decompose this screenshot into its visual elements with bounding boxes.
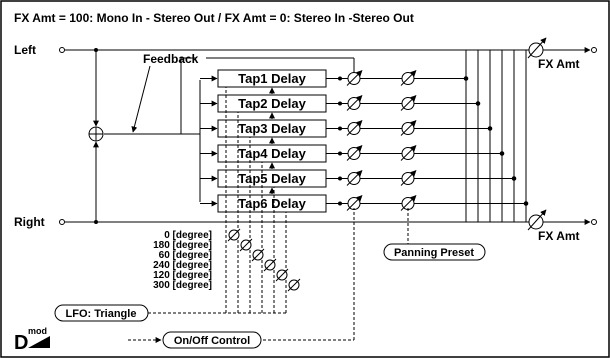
lfo-phase-label: 120 [degree] [153, 270, 212, 281]
lfo-phase-label: 60 [degree] [159, 250, 212, 261]
tap-level-knob[interactable] [400, 145, 417, 161]
tap-delay-label: Tap4 Delay [238, 146, 306, 161]
lfo-phase-label: 180 [degree] [153, 240, 212, 251]
lfo-phase-label: 0 [degree] [164, 230, 212, 241]
tap-delay-box: Tap3 Delay [217, 119, 327, 138]
lfo-depth-knob[interactable] [275, 268, 289, 282]
tap-delay-label: Tap6 Delay [238, 196, 306, 211]
tap-delay-label: Tap2 Delay [238, 96, 306, 111]
tap-level-knob[interactable] [346, 145, 363, 161]
tap-level-knob[interactable] [400, 95, 417, 111]
lfo-depth-knob[interactable] [263, 258, 277, 272]
feedback-path [131, 57, 355, 134]
svg-text:D: D [14, 332, 28, 354]
lfo-depth-knob[interactable] [287, 278, 301, 292]
tap-level-knob[interactable] [346, 95, 363, 111]
feedback-label: Feedback [143, 52, 199, 66]
lfo-depth-knob[interactable] [251, 248, 265, 262]
lfo-phase-label: 300 [degree] [153, 280, 212, 291]
svg-text:Panning Preset: Panning Preset [394, 247, 474, 259]
diagram-title: FX Amt = 100: Mono In - Stereo Out / FX … [14, 11, 414, 25]
right-input-terminal [59, 219, 65, 225]
mixer-adder [88, 126, 104, 142]
tap-delay-box: Tap6 Delay [217, 194, 327, 213]
left-input-terminal [59, 47, 65, 53]
tap-delay-label: Tap3 Delay [238, 121, 306, 136]
tap-level-knob[interactable] [346, 70, 363, 86]
svg-text:LFO: Triangle: LFO: Triangle [66, 308, 137, 320]
lfo-triangle-box: LFO: Triangle [54, 304, 149, 322]
tap-delay-label: Tap1 Delay [238, 71, 306, 86]
tap-delay-label: Tap5 Delay [238, 171, 306, 186]
lfo-depth-knob[interactable] [239, 238, 253, 252]
fx-amt-bottom-label: FX Amt [538, 229, 580, 243]
tap-level-knob[interactable] [400, 120, 417, 136]
right-input-label: Right [14, 215, 45, 229]
lfo-phase-label: 240 [degree] [153, 260, 212, 271]
left-output-terminal [591, 47, 597, 53]
dmod-icon: D mod [14, 326, 50, 354]
tap-delay-box: Tap5 Delay [217, 169, 327, 188]
tap-delay-box: Tap4 Delay [217, 144, 327, 163]
fx-amt-top-label: FX Amt [538, 57, 580, 71]
tap-level-knob[interactable] [346, 170, 363, 186]
tap-level-knob[interactable] [400, 70, 417, 86]
tap-delay-box: Tap1 Delay [217, 69, 327, 88]
onoff-control-box: On/Off Control [162, 331, 262, 349]
svg-text:mod: mod [28, 326, 47, 336]
left-input-label: Left [14, 43, 36, 57]
fx-amt-top-knob[interactable] [527, 37, 547, 59]
tap-level-knob[interactable] [346, 120, 363, 136]
output-bus [463, 50, 529, 222]
lfo-depth-knob[interactable] [227, 228, 241, 242]
tap-delay-box: Tap2 Delay [217, 94, 327, 113]
fx-amt-bottom-knob[interactable] [527, 209, 547, 231]
right-output-terminal [591, 219, 597, 225]
svg-text:On/Off Control: On/Off Control [174, 335, 250, 347]
tap-level-knob[interactable] [400, 170, 417, 186]
panning-preset-box: Panning Preset [383, 243, 486, 261]
